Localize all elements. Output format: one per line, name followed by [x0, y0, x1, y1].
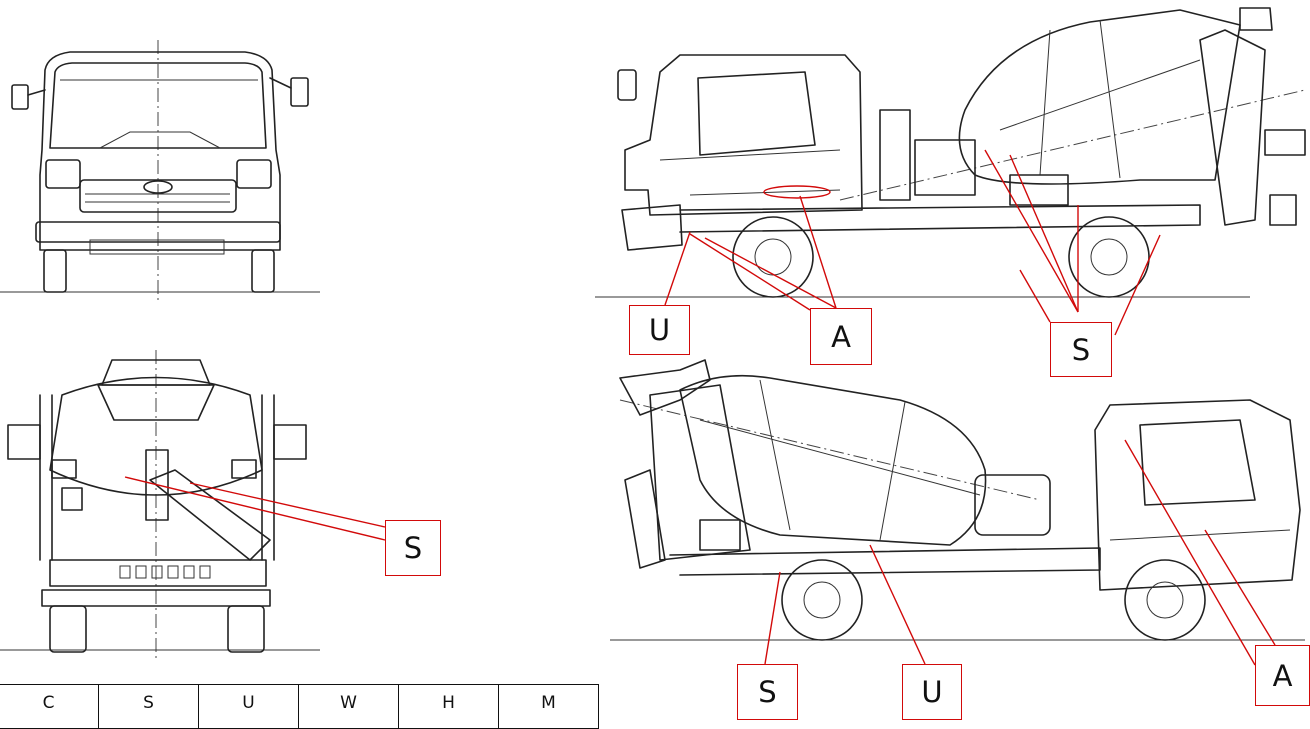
legend-table: C S U W H M: [0, 684, 599, 729]
callout-a-top: A: [810, 308, 872, 365]
callout-s-top: S: [1050, 322, 1112, 377]
legend-row: C S U W H M: [0, 684, 599, 729]
callout-a-bottom: A: [1255, 645, 1310, 706]
legend-cell-c: C: [0, 684, 99, 729]
rear-view: [0, 350, 320, 660]
left-side-view: [595, 7, 1306, 298]
front-view: [0, 40, 320, 300]
legend-cell-w: W: [298, 684, 399, 729]
legend-cell-m: M: [498, 684, 599, 729]
callout-lines: [124, 149, 1276, 666]
legend-cell-h: H: [398, 684, 499, 729]
callout-s-rear: S: [385, 520, 441, 576]
callout-u-top: U: [629, 305, 690, 355]
callout-u-bottom: U: [902, 664, 962, 720]
callout-s-bottom: S: [737, 664, 798, 720]
right-side-view: [610, 359, 1305, 641]
legend-cell-u: U: [198, 684, 299, 729]
legend-cell-s: S: [98, 684, 199, 729]
